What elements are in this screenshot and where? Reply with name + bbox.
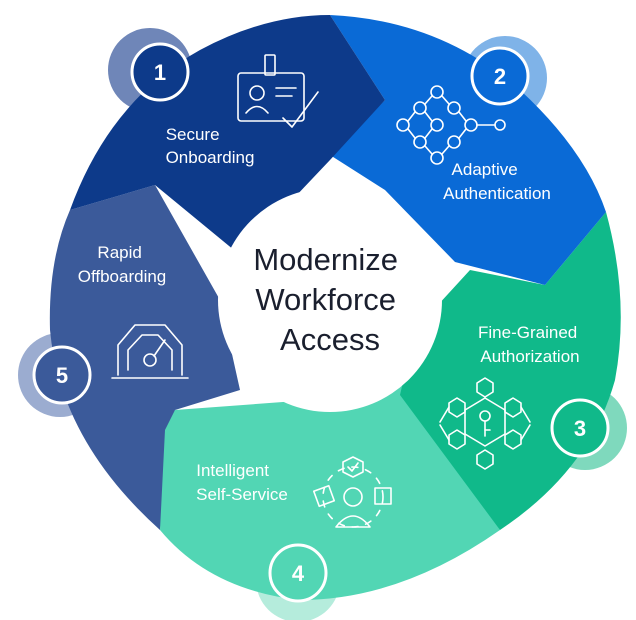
center-title: Modernize Workforce Access: [253, 242, 406, 357]
badge-1: 1: [130, 42, 190, 102]
segment-4-label: Intelligent Self-Service: [196, 461, 288, 504]
segment-1-label: Secure Onboarding: [166, 125, 255, 167]
segment-3-label: Fine-Grained Authorization: [478, 323, 582, 366]
badge-4: 4: [268, 543, 328, 603]
segment-3-label-line-2: Authorization: [480, 347, 579, 366]
segment-2-label-line-2: Authentication: [443, 184, 551, 203]
segment-5-label-line-2: Offboarding: [78, 267, 167, 286]
hexagon-key-network-icon: [439, 377, 531, 470]
segment-1-label-line-2: Onboarding: [166, 148, 255, 167]
segment-labels: Secure Onboarding Adaptive Authenticatio…: [78, 125, 582, 504]
badge-2-number: 2: [494, 64, 506, 89]
center-line-3: Access: [280, 322, 380, 357]
segment-5-label-line-1: Rapid: [97, 243, 141, 262]
segment-2-label-line-1: Adaptive: [452, 160, 518, 179]
segment-secure-onboarding: [70, 15, 385, 255]
badge-1-number: 1: [154, 60, 166, 85]
number-badges: 1 2 3 4 5: [32, 42, 610, 603]
segment-4-label-line-1: Intelligent: [196, 461, 269, 480]
badge-3-number: 3: [574, 416, 586, 441]
segment-1-label-line-1: Secure: [166, 125, 220, 144]
speedometer-icon: [111, 324, 189, 379]
center-line-2: Workforce: [255, 282, 396, 317]
segment-adaptive-authentication: [330, 15, 606, 285]
badge-3: 3: [550, 398, 610, 458]
center-line-1: Modernize: [253, 242, 398, 277]
badge-5: 5: [32, 345, 92, 405]
badge-2: 2: [470, 46, 530, 106]
node-network-icon: [396, 85, 506, 165]
badge-5-number: 5: [56, 363, 68, 388]
segment-2-label: Adaptive Authentication: [443, 160, 551, 203]
segment-4-label-line-2: Self-Service: [196, 485, 288, 504]
user-self-service-icon: [312, 456, 392, 528]
badge-4-number: 4: [292, 561, 305, 586]
center-circle: [218, 188, 442, 412]
segment-5-label: Rapid Offboarding: [78, 243, 167, 286]
segment-3-label-line-1: Fine-Grained: [478, 323, 577, 342]
id-badge-check-icon: [237, 54, 319, 128]
